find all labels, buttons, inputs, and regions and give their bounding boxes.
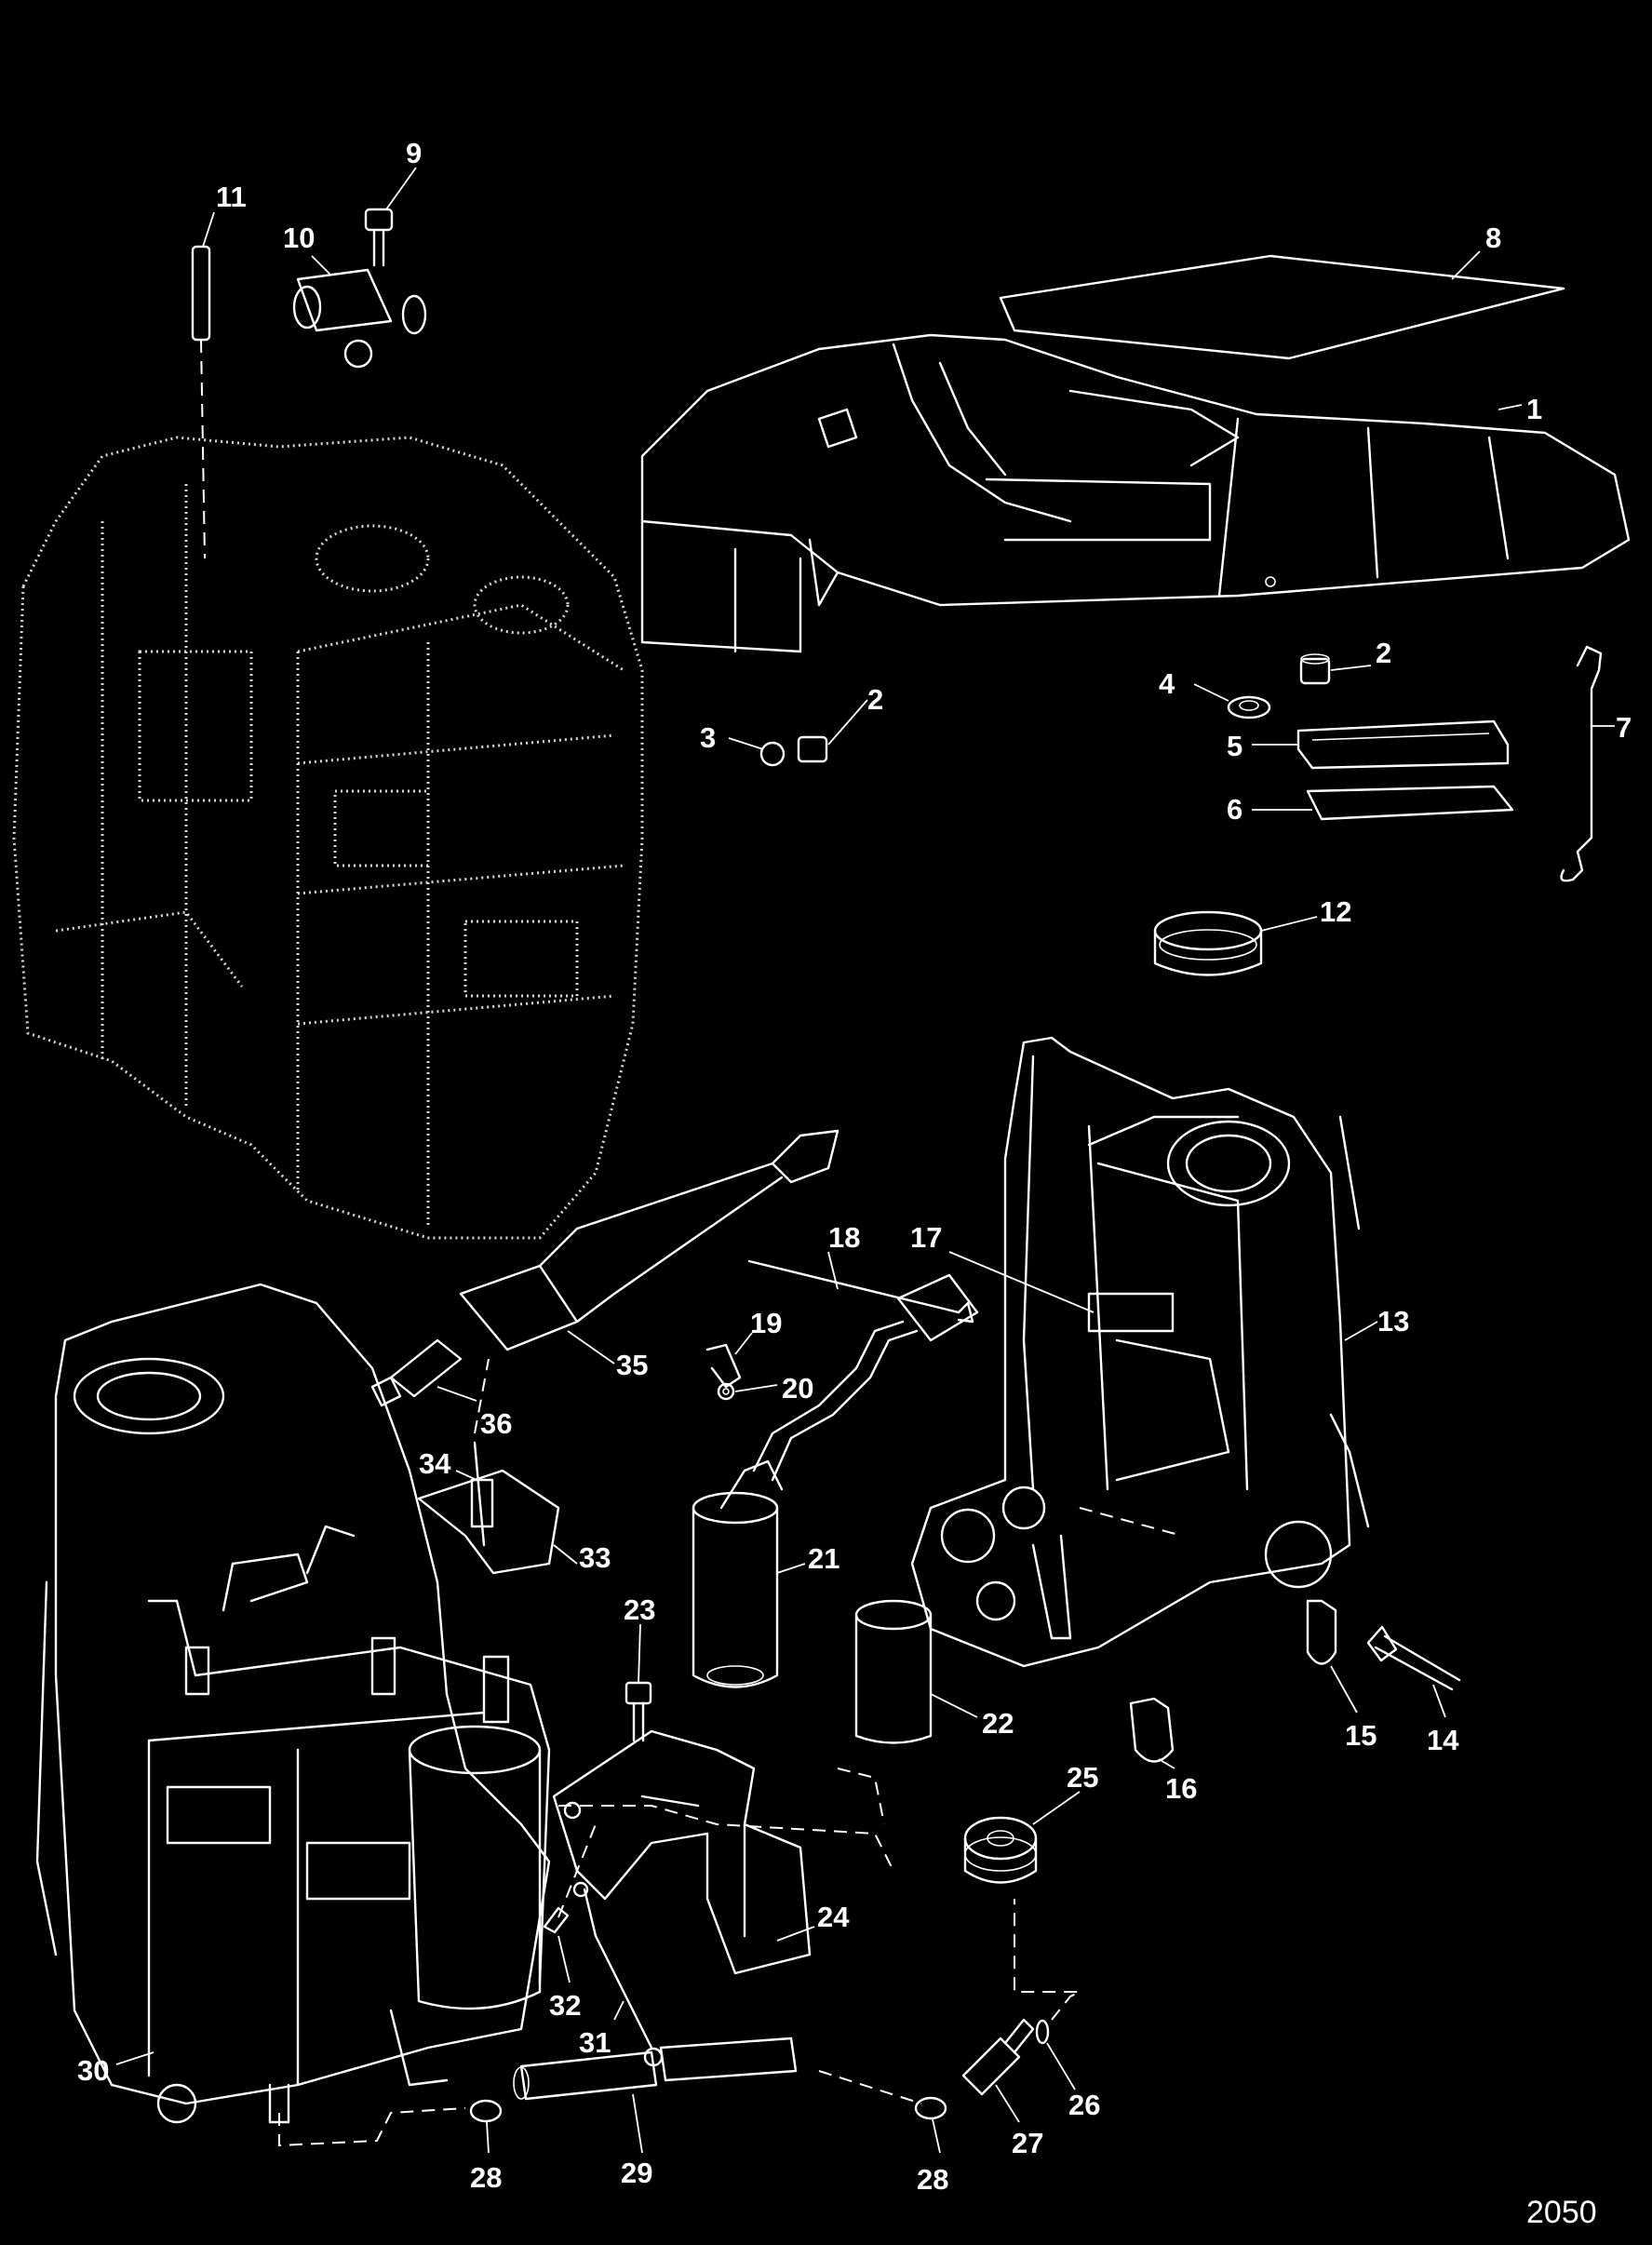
callout-31: 31 <box>579 2026 611 2059</box>
callout-9: 9 <box>406 137 422 169</box>
callout-28-right: 28 <box>917 2163 948 2196</box>
callout-20: 20 <box>782 1372 813 1405</box>
callout-10: 10 <box>283 222 315 254</box>
callout-8: 8 <box>1485 222 1501 254</box>
callout-33: 33 <box>579 1541 611 1574</box>
callout-13: 13 <box>1377 1305 1409 1338</box>
callout-27: 27 <box>1012 2127 1043 2159</box>
callout-11: 11 <box>216 181 247 213</box>
fuel-filter-assembly <box>370 1129 839 1575</box>
callout-7: 7 <box>1616 711 1632 744</box>
callout-25: 25 <box>1067 1761 1098 1794</box>
fitting-parts-top-left <box>191 208 427 559</box>
callout-19: 19 <box>750 1307 782 1339</box>
callout-12: 12 <box>1320 895 1351 928</box>
callout-21: 21 <box>808 1542 839 1575</box>
callout-16: 16 <box>1165 1772 1197 1805</box>
callout-15: 15 <box>1345 1719 1377 1752</box>
callout-1: 1 <box>1526 393 1542 425</box>
callout-26: 26 <box>1068 2089 1100 2121</box>
callout-6: 6 <box>1227 793 1242 826</box>
callout-5: 5 <box>1227 730 1242 762</box>
callout-22: 22 <box>982 1707 1014 1740</box>
figure-number: 2050 <box>1526 2195 1597 2230</box>
callout-35: 35 <box>616 1349 648 1381</box>
electric-fuel-pump <box>692 1273 979 1688</box>
callout-labels: 1 2 2 3 4 5 6 7 8 9 10 11 12 13 14 15 16 <box>77 137 1632 2196</box>
callout-30: 30 <box>77 2054 109 2087</box>
callout-29: 29 <box>621 2157 652 2189</box>
clamps-and-screw <box>1129 1599 1461 1763</box>
gasket <box>999 254 1565 360</box>
callout-32: 32 <box>549 1989 581 2022</box>
callout-17: 17 <box>910 1221 942 1254</box>
callout-2: 2 <box>1376 637 1391 669</box>
callout-4: 4 <box>1159 667 1175 700</box>
small-parts-top <box>759 645 1603 976</box>
pump-bracket <box>552 1681 812 1975</box>
fuel-hose-and-fittings <box>278 1768 1081 2147</box>
callout-23: 23 <box>624 1593 655 1626</box>
callout-36: 36 <box>480 1407 512 1440</box>
callout-24: 24 <box>817 1901 850 1933</box>
flywheel-cover <box>640 333 1631 653</box>
callout-34: 34 <box>419 1447 451 1480</box>
callout-28-left: 28 <box>470 2161 502 2194</box>
fuel-module-housing <box>910 1036 1370 1668</box>
vapor-separator-assembly <box>35 1283 551 2124</box>
callout-14: 14 <box>1427 1724 1459 1756</box>
callout-18: 18 <box>828 1221 860 1254</box>
tie-strap-fitting <box>705 1259 974 1401</box>
engine-block <box>12 436 644 1240</box>
callout-3: 3 <box>700 721 716 754</box>
callout-2-left: 2 <box>867 683 883 716</box>
sleeve-and-grommet <box>854 1599 1038 1884</box>
